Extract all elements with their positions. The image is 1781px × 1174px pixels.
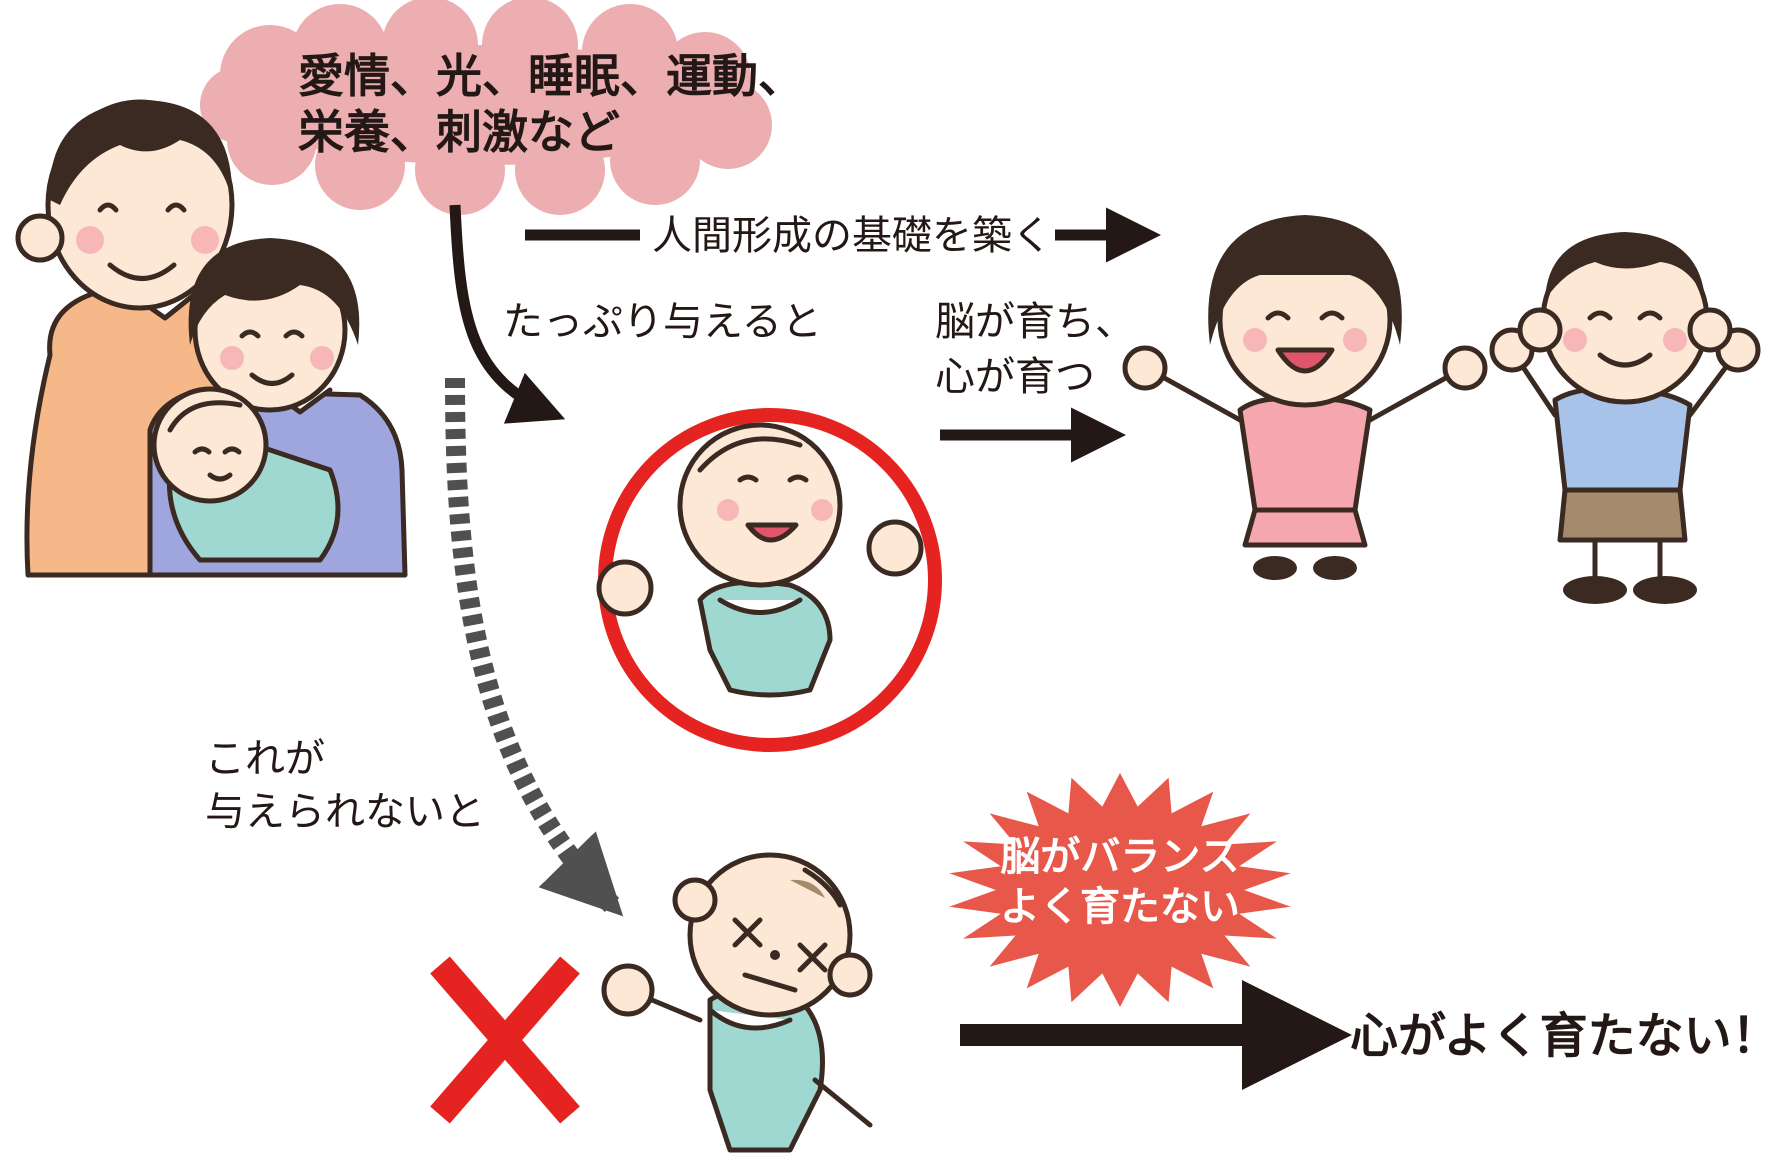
growth-label-line-1: 脳が育ち、 [935, 299, 1135, 345]
parents-with-baby-illustration [15, 99, 408, 578]
plenty-label: たっぷり与えると [503, 299, 822, 345]
provide-arrow [449, 204, 566, 424]
unhappy-baby-illustration [601, 852, 873, 1153]
foundation-label: 人間形成の基礎を築く [652, 213, 1052, 259]
happy-baby-group [596, 408, 942, 752]
cloud-shape [200, 0, 772, 215]
resource-cloud: 愛情、光、睡眠、運動、 栄養、刺激など [200, 0, 804, 215]
deprived-label-line-2: 与えられないと [205, 789, 485, 835]
growth-label-line-2: 心が育つ [935, 354, 1095, 400]
happy-children-illustration [1122, 215, 1761, 604]
deprived-label-line-1: これが [205, 736, 325, 782]
foundation-arrow: 人間形成の基礎を築く [525, 207, 1161, 263]
warning-burst: 脳がバランス よく育たない [949, 773, 1291, 1007]
bad-outcome-label: 心がよく育たない！ [1350, 1008, 1780, 1064]
burst-shape [949, 773, 1291, 1007]
resource-line-1: 愛情、光、睡眠、運動、 [298, 49, 804, 103]
burst-line-1: 脳がバランス [1000, 834, 1239, 880]
bad-cross [430, 956, 580, 1124]
resource-line-2: 栄養、刺激など [298, 105, 620, 159]
deprived-arrow [445, 377, 624, 917]
burst-line-2: よく育たない [1000, 884, 1240, 930]
